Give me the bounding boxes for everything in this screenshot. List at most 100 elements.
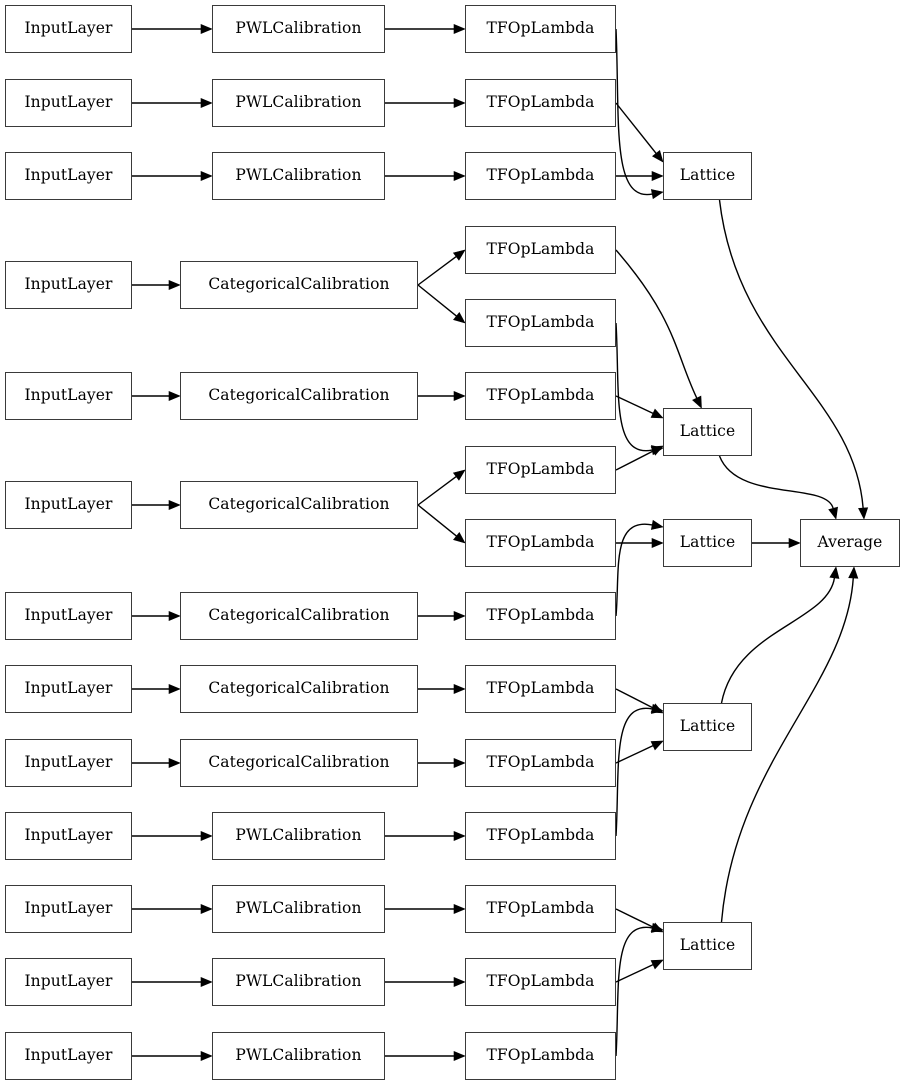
node-categoricalcalibration-cal9[interactable]: CategoricalCalibration [180,739,418,787]
edge-cal4-to-op5 [417,284,457,317]
arrowhead-cal9-to-op11 [453,757,466,769]
node-categoricalcalibration-cal4[interactable]: CategoricalCalibration [180,261,418,309]
node-inputlayer-in2[interactable]: InputLayer [5,79,132,127]
node-tfoplambda-op7[interactable]: TFOpLambda [465,446,616,494]
node-categoricalcalibration-cal5[interactable]: CategoricalCalibration [180,372,418,420]
arrowhead-cal1-to-op1 [453,23,466,35]
arrowhead-op7-to-lat2 [650,445,664,456]
node-categoricalcalibration-cal6[interactable]: CategoricalCalibration [180,481,418,529]
node-lattice-lat2[interactable]: Lattice [663,408,752,456]
arrowhead-cal12-to-op14 [453,976,466,988]
node-lattice-lat1[interactable]: Lattice [663,152,752,200]
node-pwlcalibration-cal3[interactable]: PWLCalibration [212,152,385,200]
node-inputlayer-in6[interactable]: InputLayer [5,481,132,529]
node-inputlayer-in11[interactable]: InputLayer [5,885,132,933]
node-tfoplambda-op10[interactable]: TFOpLambda [465,665,616,713]
node-inputlayer-in10[interactable]: InputLayer [5,812,132,860]
arrowhead-in10-to-cal10 [200,830,213,842]
edge-cal6-to-op8 [417,504,457,537]
arrowhead-cal11-to-op13 [453,903,466,915]
node-tfoplambda-op6[interactable]: TFOpLambda [465,372,616,420]
arrowhead-in13-to-cal13 [200,1050,213,1062]
node-inputlayer-in13[interactable]: InputLayer [5,1032,132,1080]
node-inputlayer-in12[interactable]: InputLayer [5,958,132,1006]
node-pwlcalibration-cal13[interactable]: PWLCalibration [212,1032,385,1080]
arrowhead-cal10-to-op12 [453,830,466,842]
edge-op14-to-lat5 [615,964,654,983]
node-inputlayer-in1[interactable]: InputLayer [5,5,132,53]
node-pwlcalibration-cal10[interactable]: PWLCalibration [212,812,385,860]
node-categoricalcalibration-cal8[interactable]: CategoricalCalibration [180,665,418,713]
arrowhead-op2-to-lat1 [652,150,664,163]
arrowhead-in7-to-cal7 [168,610,181,622]
arrowhead-in12-to-cal12 [200,976,213,988]
arrowhead-in4-to-cal4 [168,279,181,291]
arrowhead-in9-to-cal9 [168,757,181,769]
arrowhead-cal7-to-op9 [453,610,466,622]
edge-lat4-to-avg [720,577,836,704]
node-tfoplambda-op14[interactable]: TFOpLambda [465,958,616,1006]
arrowhead-in3-to-cal3 [200,170,213,182]
arrowhead-lat5-to-avg [848,566,859,579]
arrowhead-op6-to-lat2 [650,408,664,419]
arrowhead-op13-to-lat5 [650,922,664,933]
node-tfoplambda-op12[interactable]: TFOpLambda [465,812,616,860]
node-inputlayer-in5[interactable]: InputLayer [5,372,132,420]
node-lattice-lat3[interactable]: Lattice [663,519,752,567]
node-tfoplambda-op3[interactable]: TFOpLambda [465,152,616,200]
node-pwlcalibration-cal12[interactable]: PWLCalibration [212,958,385,1006]
edge-cal4-to-op4 [417,256,457,286]
arrowhead-cal6-to-op8 [453,531,466,544]
node-tfoplambda-op1[interactable]: TFOpLambda [465,5,616,53]
arrowhead-op1-to-lat1 [650,189,664,200]
edge-op6-to-lat2 [615,395,654,414]
arrowhead-cal8-to-op10 [453,683,466,695]
node-inputlayer-in9[interactable]: InputLayer [5,739,132,787]
edge-lat2-to-avg [718,455,834,509]
arrowhead-in1-to-cal1 [200,23,213,35]
node-inputlayer-in3[interactable]: InputLayer [5,152,132,200]
edge-op1-to-lat1 [615,28,653,196]
node-tfoplambda-op8[interactable]: TFOpLambda [465,519,616,567]
node-pwlcalibration-cal11[interactable]: PWLCalibration [212,885,385,933]
arrowhead-op5-to-lat2 [650,445,664,456]
edge-op11-to-lat4 [615,745,654,764]
node-categoricalcalibration-cal7[interactable]: CategoricalCalibration [180,592,418,640]
node-inputlayer-in8[interactable]: InputLayer [5,665,132,713]
arrowhead-in6-to-cal6 [168,499,181,511]
node-inputlayer-in4[interactable]: InputLayer [5,261,132,309]
node-pwlcalibration-cal2[interactable]: PWLCalibration [212,79,385,127]
node-tfoplambda-op15[interactable]: TFOpLambda [465,1032,616,1080]
node-tfoplambda-op13[interactable]: TFOpLambda [465,885,616,933]
node-pwlcalibration-cal1[interactable]: PWLCalibration [212,5,385,53]
node-tfoplambda-op5[interactable]: TFOpLambda [465,299,616,347]
edge-op4-to-lat2 [615,249,698,399]
node-tfoplambda-op11[interactable]: TFOpLambda [465,739,616,787]
arrowhead-cal4-to-op5 [453,311,466,324]
node-tfoplambda-op9[interactable]: TFOpLambda [465,592,616,640]
arrowhead-op10-to-lat4 [650,703,664,714]
arrowhead-op15-to-lat5 [650,922,664,933]
edge-op10-to-lat4 [615,688,654,709]
node-tfoplambda-op2[interactable]: TFOpLambda [465,79,616,127]
node-inputlayer-in7[interactable]: InputLayer [5,592,132,640]
node-average-avg[interactable]: Average [800,519,900,567]
node-tfoplambda-op4[interactable]: TFOpLambda [465,226,616,274]
node-lattice-lat4[interactable]: Lattice [663,703,752,751]
arrowhead-lat2-to-avg [828,506,838,520]
edge-op2-to-lat1 [615,102,657,154]
arrowhead-op8-to-lat3 [651,537,664,549]
arrowhead-cal13-to-op15 [453,1050,466,1062]
node-lattice-lat5[interactable]: Lattice [663,922,752,970]
arrowhead-op14-to-lat5 [650,959,664,970]
arrowhead-op12-to-lat4 [650,703,664,714]
edge-op5-to-lat2 [615,322,653,452]
arrowhead-op9-to-lat3 [650,519,664,530]
arrowhead-cal4-to-op4 [452,249,466,261]
arrowhead-lat3-to-avg [788,537,801,549]
edge-op15-to-lat5 [615,926,653,1057]
arrowhead-cal3-to-op3 [453,170,466,182]
arrowhead-in2-to-cal2 [200,97,213,109]
edge-op13-to-lat5 [615,908,654,928]
